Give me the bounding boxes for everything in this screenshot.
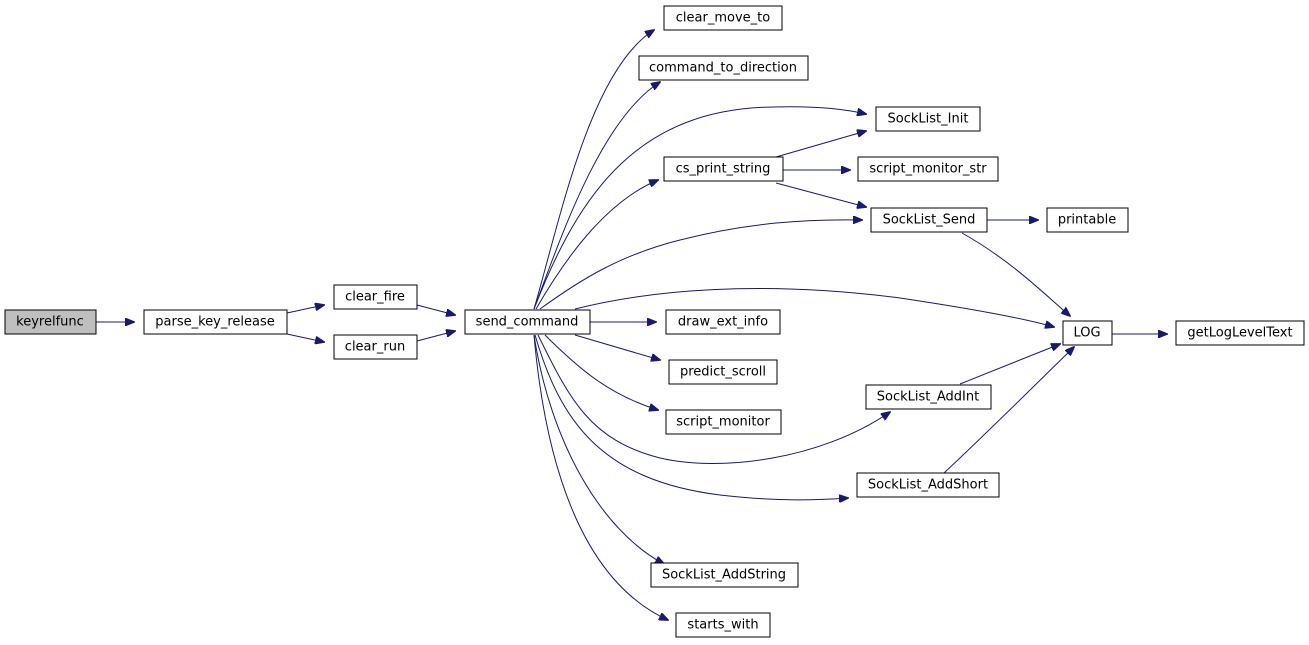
node-LOG[interactable]: LOG bbox=[1062, 320, 1113, 346]
edge-SockList_AddInt-LOG bbox=[959, 344, 1060, 385]
node-label: printable bbox=[1058, 213, 1116, 228]
node-printable[interactable]: printable bbox=[1046, 207, 1129, 233]
node-label: clear_fire bbox=[345, 290, 405, 305]
edge-send_command-script_monitor bbox=[544, 334, 658, 410]
edge-send_command-clear_move_to bbox=[533, 30, 654, 310]
edge-SockList_Send-LOG bbox=[961, 232, 1070, 316]
node-predict_scroll[interactable]: predict_scroll bbox=[668, 359, 778, 385]
node-label: cs_print_string bbox=[676, 162, 771, 177]
node-label: draw_ext_info bbox=[678, 315, 768, 330]
edge-parse_key_release-clear_run bbox=[286, 333, 324, 342]
node-label: script_monitor_str bbox=[869, 162, 987, 177]
node-getLogLevelText[interactable]: getLogLevelText bbox=[1175, 320, 1305, 346]
node-starts_with[interactable]: starts_with bbox=[675, 612, 771, 638]
node-send_command[interactable]: send_command bbox=[464, 309, 591, 335]
node-SockList_AddShort[interactable]: SockList_AddShort bbox=[856, 472, 1000, 498]
node-SockList_AddString[interactable]: SockList_AddString bbox=[650, 562, 799, 588]
edge-send_command-SockList_AddInt bbox=[537, 334, 890, 464]
edge-parse_key_release-clear_fire bbox=[286, 305, 324, 314]
node-SockList_Init[interactable]: SockList_Init bbox=[875, 106, 981, 132]
node-parse_key_release[interactable]: parse_key_release bbox=[143, 309, 288, 335]
edge-send_command-command_to_direction bbox=[533, 82, 660, 310]
edge-send_command-predict_scroll bbox=[574, 334, 660, 360]
node-clear_move_to[interactable]: clear_move_to bbox=[663, 5, 783, 31]
node-clear_fire[interactable]: clear_fire bbox=[333, 284, 418, 310]
edge-send_command-starts_with bbox=[533, 334, 668, 620]
node-label: send_command bbox=[476, 315, 579, 330]
edge-send_command-SockList_AddShort bbox=[534, 334, 848, 500]
node-script_monitor_str[interactable]: script_monitor_str bbox=[857, 156, 999, 182]
edge-send_command-cs_print_string bbox=[535, 180, 658, 310]
node-label: SockList_AddShort bbox=[868, 478, 988, 493]
node-label: SockList_Init bbox=[888, 112, 969, 127]
node-label: script_monitor bbox=[676, 415, 770, 430]
node-label: clear_run bbox=[345, 340, 405, 355]
edge-SockList_AddShort-LOG bbox=[943, 347, 1074, 474]
edge-clear_run-send_command bbox=[416, 331, 455, 342]
node-script_monitor[interactable]: script_monitor bbox=[665, 409, 782, 435]
node-draw_ext_info[interactable]: draw_ext_info bbox=[665, 309, 781, 335]
node-clear_run[interactable]: clear_run bbox=[333, 334, 418, 360]
node-SockList_AddInt[interactable]: SockList_AddInt bbox=[865, 384, 992, 410]
edge-send_command-SockList_Send bbox=[539, 220, 862, 310]
edge-cs_print_string-SockList_Init bbox=[775, 131, 866, 158]
node-label: getLogLevelText bbox=[1187, 326, 1292, 341]
node-label: command_to_direction bbox=[649, 61, 797, 76]
edge-clear_fire-send_command bbox=[416, 304, 455, 315]
edge-send_command-LOG bbox=[574, 288, 1054, 327]
node-label: starts_with bbox=[687, 618, 758, 633]
node-label: SockList_AddInt bbox=[877, 390, 979, 405]
edge-cs_print_string-SockList_Send bbox=[775, 182, 866, 207]
node-label: keyrelfunc bbox=[16, 315, 84, 330]
node-cs_print_string[interactable]: cs_print_string bbox=[663, 156, 784, 182]
node-label: parse_key_release bbox=[155, 315, 275, 330]
node-label: predict_scroll bbox=[680, 365, 766, 380]
node-label: SockList_Send bbox=[883, 213, 976, 228]
edge-send_command-SockList_AddString bbox=[533, 334, 664, 564]
node-keyrelfunc[interactable]: keyrelfunc bbox=[4, 309, 97, 335]
node-label: clear_move_to bbox=[676, 11, 770, 26]
node-command_to_direction[interactable]: command_to_direction bbox=[638, 55, 809, 81]
node-label: LOG bbox=[1073, 326, 1100, 341]
node-SockList_Send[interactable]: SockList_Send bbox=[870, 207, 988, 233]
edge-send_command-SockList_Init bbox=[533, 106, 866, 310]
node-label: SockList_AddString bbox=[662, 568, 786, 583]
